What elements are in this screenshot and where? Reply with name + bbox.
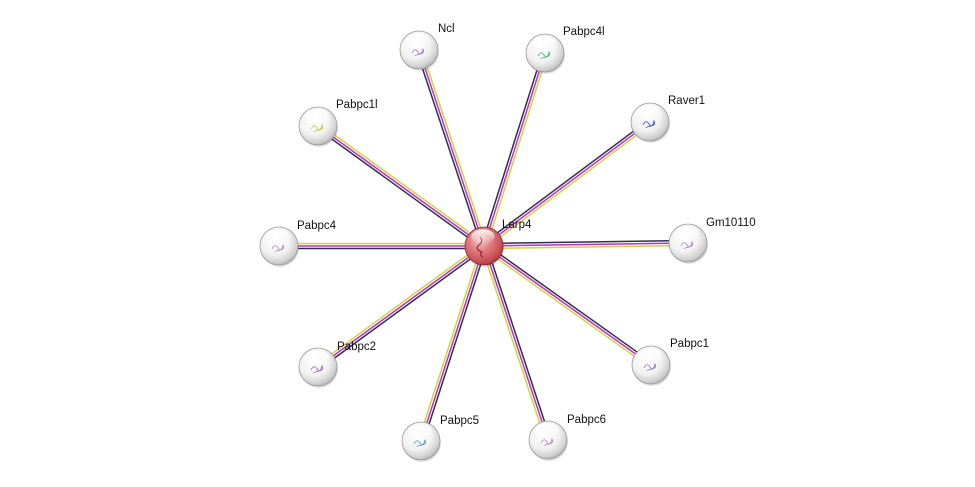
- node-label-ncl: Ncl: [438, 23, 455, 35]
- edge-evidence-line: [480, 52, 544, 246]
- edge-evidence-line: [483, 121, 651, 247]
- edge-evidence-line: [485, 244, 552, 440]
- edge-larp4-gm10110[interactable]: [483, 239, 689, 250]
- protein-structure-icon: [310, 123, 323, 133]
- edge-evidence-line: [484, 244, 689, 250]
- edge-larp4-pabpc5[interactable]: [417, 245, 488, 442]
- edge-evidence-line: [485, 53, 549, 247]
- node-highlight: [535, 423, 559, 438]
- edge-evidence-line: [420, 245, 485, 442]
- node-label-gm10110: Gm10110: [706, 217, 756, 229]
- edge-evidence-line: [319, 123, 486, 245]
- node-pabpc1[interactable]: Pabpc1: [631, 338, 709, 386]
- edge-evidence-line: [482, 247, 650, 368]
- edge-larp4-pabpc6[interactable]: [480, 244, 552, 442]
- node-pabpc6[interactable]: Pabpc6: [528, 414, 606, 461]
- node-highlight: [266, 229, 290, 244]
- edge-evidence-line: [483, 242, 689, 247]
- node-larp4[interactable]: Larp4: [464, 219, 532, 267]
- node-label-pabpc4l: Pabpc4l: [563, 26, 605, 38]
- node-highlight: [675, 226, 699, 241]
- edge-evidence-line: [483, 245, 549, 441]
- node-highlight: [305, 109, 329, 124]
- node-label-pabpc6: Pabpc6: [567, 414, 606, 426]
- node-highlight: [638, 348, 662, 363]
- edge-larp4-pabpc1[interactable]: [482, 243, 653, 368]
- protein-structure-icon: [413, 438, 426, 448]
- protein-structure-icon: [642, 119, 655, 129]
- node-label-pabpc1l: Pabpc1l: [336, 99, 378, 111]
- protein-structure-icon: [680, 240, 693, 250]
- node-pabpc4l[interactable]: Pabpc4l: [525, 26, 605, 74]
- node-label-larp4: Larp4: [502, 219, 532, 231]
- node-highlight: [408, 424, 432, 439]
- node-label-raver1: Raver1: [668, 95, 705, 107]
- node-raver1[interactable]: Raver1: [630, 95, 705, 143]
- edge-larp4-pabpc4[interactable]: [279, 242, 484, 250]
- edge-evidence-line: [316, 243, 483, 366]
- edge-evidence-line: [485, 123, 652, 249]
- protein-structure-icon: [537, 50, 550, 60]
- node-highlight: [532, 36, 556, 51]
- edge-evidence-line: [485, 243, 653, 364]
- node-highlight: [637, 105, 661, 120]
- edge-larp4-pabpc1l[interactable]: [316, 123, 486, 249]
- edge-evidence-line: [316, 127, 483, 249]
- edge-evidence-line: [319, 247, 486, 370]
- edge-evidence-line: [418, 49, 485, 247]
- protein-structure-icon: [411, 47, 424, 57]
- protein-structure-icon: [310, 364, 323, 374]
- protein-structure-icon: [540, 437, 553, 447]
- edge-larp4-ncl[interactable]: [415, 48, 488, 248]
- node-gm10110[interactable]: Gm10110: [668, 217, 756, 264]
- node-pabpc1l[interactable]: Pabpc1l: [298, 99, 378, 147]
- edge-larp4-pabpc4l[interactable]: [480, 52, 549, 247]
- edge-evidence-line: [422, 246, 488, 442]
- edge-larp4-pabpc2[interactable]: [316, 243, 486, 370]
- node-highlight: [305, 350, 329, 365]
- edge-evidence-line: [483, 245, 652, 366]
- protein-structure-icon: [643, 362, 656, 372]
- edge-evidence-line: [317, 125, 485, 247]
- node-label-pabpc2: Pabpc2: [337, 341, 376, 353]
- node-pabpc5[interactable]: Pabpc5: [401, 415, 479, 462]
- edge-evidence-line: [483, 239, 688, 245]
- node-highlight: [406, 33, 430, 48]
- node-pabpc2[interactable]: Pabpc2: [298, 341, 376, 388]
- edge-evidence-line: [482, 119, 649, 245]
- edge-evidence-line: [483, 52, 546, 247]
- node-pabpc4[interactable]: Pabpc4: [259, 220, 337, 267]
- edge-evidence-line: [480, 246, 547, 442]
- node-ncl[interactable]: Ncl: [399, 23, 455, 71]
- node-label-pabpc4: Pabpc4: [297, 220, 337, 232]
- node-label-pabpc1: Pabpc1: [670, 338, 709, 350]
- protein-structure-icon: [271, 243, 284, 253]
- edge-evidence-line: [317, 245, 485, 368]
- edge-evidence-line: [417, 245, 483, 441]
- node-highlight: [471, 229, 495, 244]
- edge-evidence-line: [415, 50, 483, 248]
- edge-evidence-line: [420, 48, 488, 246]
- edge-larp4-raver1[interactable]: [482, 119, 652, 249]
- node-label-pabpc5: Pabpc5: [440, 415, 479, 427]
